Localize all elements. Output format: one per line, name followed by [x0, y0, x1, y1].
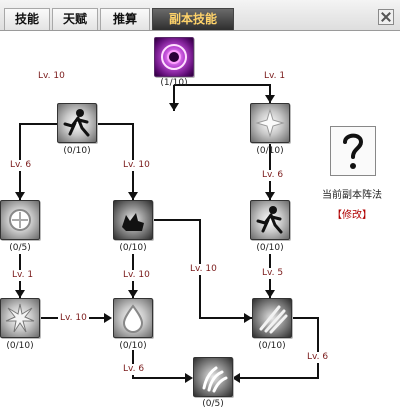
wolf-icon	[122, 213, 144, 231]
spark-icon	[255, 108, 285, 138]
skill-root-node[interactable]	[154, 37, 194, 77]
arrowhead	[185, 373, 193, 383]
skill-node-slash[interactable]	[252, 298, 292, 338]
tab-label: 推算	[112, 12, 137, 26]
arrowhead	[265, 192, 275, 200]
tab-talent[interactable]: 天赋	[52, 8, 98, 30]
skill-node-run[interactable]	[57, 103, 97, 143]
skill-count: (0/10)	[119, 243, 147, 253]
burst-icon	[5, 303, 35, 333]
tab-label: 天赋	[62, 12, 87, 26]
skill-count: (1/10)	[160, 78, 188, 88]
formation-slot[interactable]	[330, 126, 376, 176]
skill-node-runner[interactable]	[250, 200, 290, 240]
water-drop-icon	[122, 304, 144, 333]
level-requirement: Lv. 1	[262, 71, 288, 82]
level-requirement: Lv. 10	[121, 160, 152, 171]
skill-count: (0/10)	[256, 243, 284, 253]
level-requirement: Lv. 6	[8, 160, 34, 171]
skill-node-spark[interactable]	[250, 103, 290, 143]
arrowhead	[265, 95, 275, 103]
skill-node-beast[interactable]	[113, 200, 153, 240]
arrowhead	[169, 103, 179, 111]
skill-node-claw[interactable]	[193, 357, 233, 397]
level-requirement: Lv. 10	[121, 270, 152, 281]
skill-count: (0/10)	[119, 341, 147, 351]
skill-count: (0/10)	[6, 341, 34, 351]
connector-line	[232, 317, 319, 379]
arrowhead	[244, 313, 252, 323]
level-requirement: Lv. 1	[10, 270, 36, 281]
arrowhead	[104, 313, 112, 323]
vortex-icon	[161, 44, 187, 70]
arrowhead	[265, 290, 275, 298]
arrowhead	[128, 192, 138, 200]
tab-label: 副本技能	[168, 12, 217, 26]
skill-count: (0/5)	[9, 243, 31, 253]
skill-node-burst[interactable]	[0, 298, 40, 338]
arrowhead	[15, 290, 25, 298]
arrowhead	[232, 373, 240, 383]
skill-count: (0/10)	[256, 146, 284, 156]
skill-count: (0/10)	[63, 146, 91, 156]
tab-label: 技能	[14, 12, 39, 26]
connector-line	[97, 123, 134, 200]
level-requirement: Lv. 6	[305, 352, 331, 363]
level-requirement: Lv. 10	[58, 313, 89, 324]
level-requirement: Lv. 5	[260, 268, 286, 279]
skill-count: (0/10)	[258, 341, 286, 351]
connector-line	[132, 350, 185, 379]
level-requirement: Lv. 10	[36, 71, 67, 82]
level-requirement: Lv. 6	[260, 170, 286, 181]
glow-shield-icon	[9, 209, 31, 231]
skill-node-glow[interactable]	[0, 200, 40, 240]
connector-line	[19, 123, 57, 200]
level-requirement: Lv. 6	[121, 364, 147, 375]
tab-skills[interactable]: 技能	[4, 8, 50, 30]
arrowhead	[128, 290, 138, 298]
claw-icon	[202, 366, 228, 393]
running-figure-icon	[256, 206, 283, 234]
close-icon[interactable]	[378, 9, 394, 25]
running-figure-icon	[63, 109, 90, 137]
level-requirement: Lv. 10	[188, 264, 219, 275]
arrowhead	[15, 192, 25, 200]
tab-calc[interactable]: 推算	[100, 8, 150, 30]
skill-node-drop[interactable]	[113, 298, 153, 338]
tab-bar: 技能 天赋 推算 副本技能	[0, 0, 400, 31]
skill-count: (0/5)	[202, 399, 224, 409]
slash-icon	[259, 305, 288, 334]
current-formation-label: 当前副本阵法	[322, 190, 382, 201]
tab-dungeon-skills[interactable]: 副本技能	[152, 8, 234, 30]
modify-formation-link[interactable]: 【修改】	[332, 210, 372, 221]
question-mark-icon	[343, 133, 364, 169]
